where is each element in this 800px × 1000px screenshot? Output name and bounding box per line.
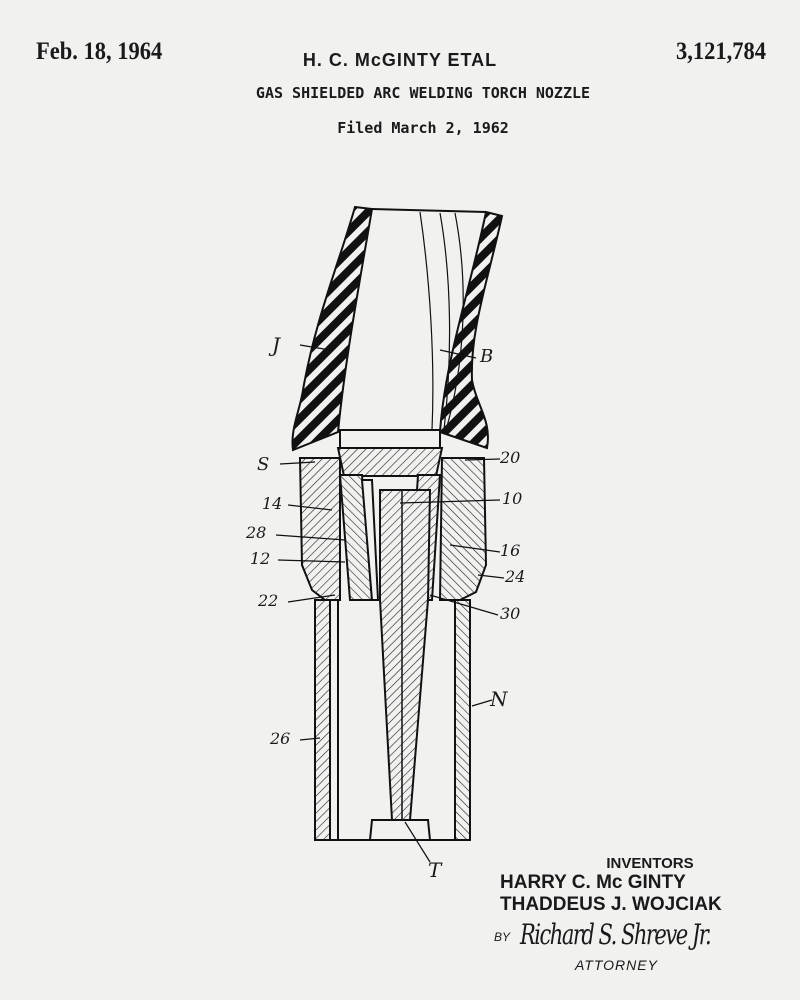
attorney-label: ATTORNEY xyxy=(575,957,658,973)
hose-left-wall xyxy=(291,205,374,452)
nozzle-left-wall xyxy=(314,599,331,841)
attorney-signature: Richard S. Shreve Jr. xyxy=(520,918,712,951)
label-J: J xyxy=(272,333,281,357)
label-28: 28 xyxy=(246,523,267,542)
inventor-name: HARRY C. Mc GINTY xyxy=(500,872,686,893)
label-N: N xyxy=(490,687,508,711)
inventors-block: INVENTORS HARRY C. Mc GINTY THADDEUS J. … xyxy=(500,855,760,916)
label-12: 12 xyxy=(250,549,271,568)
patent-number: 3,121,784 xyxy=(676,38,766,65)
label-10: 10 xyxy=(502,489,523,508)
label-S: S xyxy=(257,454,270,475)
label-B: B xyxy=(480,346,494,367)
label-20: 20 xyxy=(500,448,521,467)
outer-sleeve-right xyxy=(438,457,488,601)
label-26: 26 xyxy=(270,729,291,748)
contact-tip xyxy=(379,489,432,821)
label-22: 22 xyxy=(258,591,279,610)
label-T: T xyxy=(428,858,442,882)
patent-date: Feb. 18, 1964 xyxy=(36,38,163,65)
filed-date: Filed March 2, 1962 xyxy=(337,119,509,137)
inventor-heading: H. C. McGINTY ETAL xyxy=(302,50,498,70)
outer-sleeve-left xyxy=(298,457,341,601)
by-label: BY xyxy=(494,930,511,944)
label-24: 24 xyxy=(505,567,526,586)
label-16: 16 xyxy=(500,541,521,560)
nozzle-right-wall xyxy=(454,599,471,841)
inventor-name: THADDEUS J. WOJCIAK xyxy=(500,894,722,915)
label-30: 30 xyxy=(500,604,521,623)
inventors-label: INVENTORS xyxy=(606,855,694,872)
label-14: 14 xyxy=(262,494,283,513)
patent-title: GAS SHIELDED ARC WELDING TORCH NOZZLE xyxy=(255,84,591,102)
